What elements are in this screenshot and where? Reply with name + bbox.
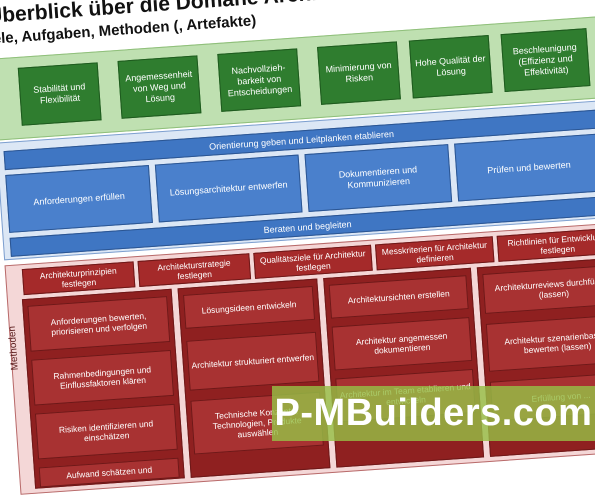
method-item: Architektur angemessen dokumentieren (331, 317, 473, 371)
goal-box: Hohe Qualität der Lösung (408, 35, 493, 99)
method-item: Rahmenbedingungen und Einflussfaktoren k… (31, 349, 175, 406)
method-item: Anforderungen bewerten, priorisieren und… (27, 296, 171, 352)
goal-box: Angemessenheit von Weg und Lösung (117, 55, 202, 119)
task-box: Prüfen und bewerten (454, 133, 595, 202)
goal-box: Minimierung von Risken (317, 41, 401, 105)
task-box: Anforderungen erfüllen (5, 165, 153, 233)
goal-box: Stabilität und Flexibilität (17, 62, 102, 126)
method-item: Architektur strukturiert entwerfen (186, 331, 320, 391)
goal-box: Beschleunigung (Effizienz und Effektivit… (500, 28, 591, 93)
method-item: Aufwand schätzen und (38, 457, 180, 488)
watermark-banner: P-MBuilders.com (272, 386, 595, 441)
method-column: Lösungsideen entwickeln Architektur stru… (177, 278, 331, 478)
method-item: Risiken identifizieren und einschätzen (34, 403, 178, 460)
task-box: Dokumentieren und Kommunizieren (304, 144, 453, 212)
method-header: Architekturstrategie festlegen (137, 253, 252, 287)
method-header: Richtlinien für Entwicklung festlegen (496, 227, 595, 262)
method-item: Architekturreviews durchführen (lassen) (482, 264, 595, 314)
methods-side-label: Methoden (6, 325, 21, 371)
method-item: Architektur szenarienbasiert bewerten (l… (485, 314, 595, 372)
task-box: Lösungsarchitektur entwerfen (154, 154, 303, 223)
methods-band: Methoden Architekturprinzipien festlegen… (4, 222, 595, 495)
goal-box: Nachvollzieh-barkeit von Entscheidungen (217, 48, 302, 112)
method-item: Lösungsideen entwickeln (183, 285, 316, 329)
method-header: Messkriterien für Architektur definieren (374, 236, 495, 271)
method-header: Qualitätsziele für Architektur festlegen (253, 244, 373, 279)
method-header: Architekturprinzipien festlegen (21, 261, 136, 296)
method-item: Architektursichten erstellen (328, 275, 469, 319)
method-column: Anforderungen bewerten, priorisieren und… (21, 288, 185, 489)
